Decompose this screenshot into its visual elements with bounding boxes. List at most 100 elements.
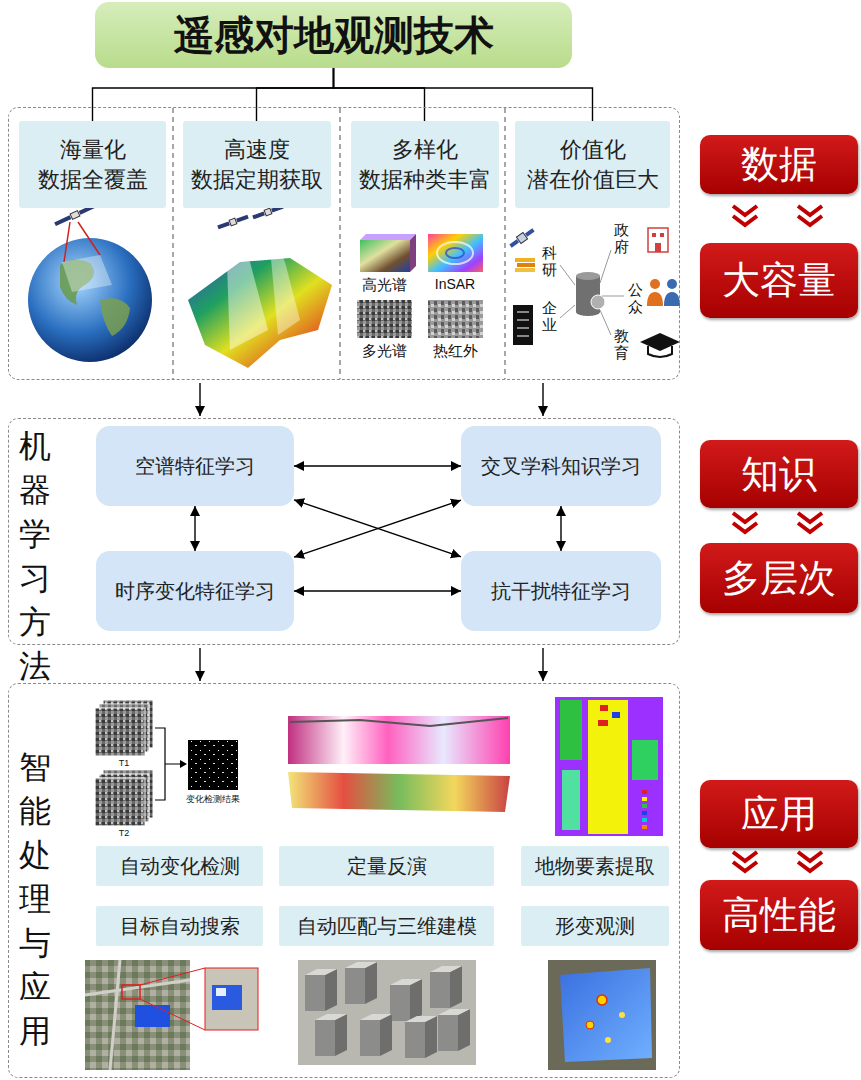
user-icon bbox=[648, 346, 672, 357]
sensor-thumbnail bbox=[357, 234, 483, 338]
change-detection-figure bbox=[180, 760, 187, 768]
user-icon bbox=[640, 333, 680, 351]
summary-tag: 应用 bbox=[700, 780, 858, 848]
sensor-thumbnail bbox=[360, 240, 410, 272]
user-label: 科研 bbox=[542, 245, 557, 278]
panel-frame: 海量化数据全覆盖高速度数据定期获取多样化数据种类丰富价值化潜在价值巨大 bbox=[8, 107, 680, 380]
deformation-map bbox=[586, 1021, 594, 1029]
city-model-figure bbox=[345, 962, 377, 1004]
user-icon bbox=[600, 250, 611, 283]
label-anchor: 政府 bbox=[614, 222, 629, 255]
earth-illustration bbox=[78, 222, 100, 255]
inversion-strip bbox=[288, 716, 510, 812]
deformation-map bbox=[619, 1012, 625, 1018]
double-chevron bbox=[798, 513, 822, 532]
change-detection-figure bbox=[155, 728, 180, 800]
label-anchor: T2 bbox=[119, 828, 130, 839]
application-box: 定量反演 bbox=[279, 846, 494, 886]
earth-illustration bbox=[54, 215, 71, 226]
method-text: 空谱特征学习 bbox=[135, 453, 255, 480]
city-model-figure bbox=[430, 966, 462, 1008]
city-model-figure bbox=[438, 1009, 470, 1051]
double-chevron bbox=[798, 206, 822, 225]
label-anchor: 科研 bbox=[542, 245, 557, 278]
tree-connector bbox=[334, 68, 593, 121]
user-icon bbox=[525, 228, 535, 236]
user-label: 公众 bbox=[628, 282, 643, 315]
terrain-illustration bbox=[236, 215, 249, 223]
tag-text: 应用 bbox=[741, 789, 817, 840]
target-search-figure bbox=[135, 1005, 170, 1027]
user-icon bbox=[560, 305, 575, 318]
classification-map bbox=[588, 700, 628, 834]
deformation-map bbox=[560, 968, 652, 1062]
feature-box: 高速度数据定期获取 bbox=[183, 121, 331, 208]
inversion-strip bbox=[288, 716, 510, 764]
user-icon bbox=[517, 312, 529, 313]
classification-map bbox=[642, 811, 647, 815]
user-icon bbox=[648, 228, 668, 252]
summary-tag: 多层次 bbox=[700, 543, 858, 613]
target-search-figure bbox=[122, 985, 140, 999]
user-label: 教育 bbox=[614, 328, 629, 361]
classification-map bbox=[642, 825, 647, 829]
application-box: 自动变化检测 bbox=[96, 846, 263, 886]
terrain-illustration bbox=[226, 235, 268, 350]
classification-map bbox=[598, 720, 608, 726]
earth-illustration bbox=[100, 298, 130, 336]
summary-tag: 高性能 bbox=[700, 880, 858, 950]
panel-label: 智能处理与应用 bbox=[19, 746, 51, 1054]
city-model-figure bbox=[305, 969, 337, 1011]
target-search-figure bbox=[140, 999, 205, 1030]
summary-tag: 知识 bbox=[700, 440, 858, 508]
change-detection-figure bbox=[188, 740, 238, 790]
change-detection-figure bbox=[95, 778, 145, 826]
classification-map bbox=[562, 770, 580, 830]
change-detection-figure bbox=[95, 700, 238, 826]
application-box: 形变观测 bbox=[521, 906, 669, 946]
deformation-map bbox=[548, 960, 656, 1070]
user-icon bbox=[517, 320, 529, 321]
feature-text: 多样化 bbox=[392, 135, 458, 165]
classification-map bbox=[612, 712, 620, 718]
method-text: 抗干扰特征学习 bbox=[491, 578, 631, 605]
user-label: 政府 bbox=[614, 222, 629, 255]
feature-box: 价值化潜在价值巨大 bbox=[515, 121, 670, 208]
flow-arrow bbox=[294, 590, 461, 591]
city-model-figure bbox=[360, 1014, 392, 1056]
target-search-figure bbox=[212, 985, 242, 1010]
user-icon bbox=[515, 258, 535, 262]
application-text: 目标自动搜索 bbox=[120, 913, 240, 940]
terrain-illustration bbox=[264, 208, 272, 216]
earth-illustration bbox=[28, 238, 152, 362]
user-icon bbox=[664, 292, 680, 306]
sensor-thumbnail bbox=[428, 300, 483, 338]
deformation-map bbox=[605, 1037, 611, 1043]
classification-map bbox=[632, 740, 658, 780]
inversion-strip bbox=[290, 718, 508, 726]
earth-illustration bbox=[64, 222, 70, 262]
flow-arrow bbox=[542, 648, 543, 681]
feature-box: 海量化数据全覆盖 bbox=[19, 121, 166, 208]
column-divider bbox=[504, 108, 506, 379]
user-icon bbox=[513, 305, 533, 345]
target-search-figure bbox=[216, 988, 226, 996]
flow-arrow bbox=[199, 648, 200, 681]
tag-text: 高性能 bbox=[722, 890, 836, 941]
user-icon bbox=[591, 295, 605, 309]
column-divider bbox=[339, 108, 341, 379]
figure-label: 变化检测结果 bbox=[186, 794, 240, 805]
terrain-illustration bbox=[217, 214, 249, 231]
user-icon bbox=[647, 292, 663, 306]
figure-label: T1 bbox=[119, 758, 130, 769]
figure-label: 多光谱 bbox=[362, 342, 407, 360]
method-text: 时序变化特征学习 bbox=[115, 578, 275, 605]
label-anchor: 热红外 bbox=[433, 342, 478, 360]
figure-label: T2 bbox=[119, 828, 130, 839]
target-search-figure bbox=[85, 960, 258, 1070]
target-search-figure bbox=[205, 968, 258, 1030]
earth-illustration bbox=[28, 203, 152, 362]
user-icon bbox=[576, 272, 600, 280]
tag-text: 数据 bbox=[741, 139, 817, 190]
double-chevron bbox=[733, 206, 757, 225]
